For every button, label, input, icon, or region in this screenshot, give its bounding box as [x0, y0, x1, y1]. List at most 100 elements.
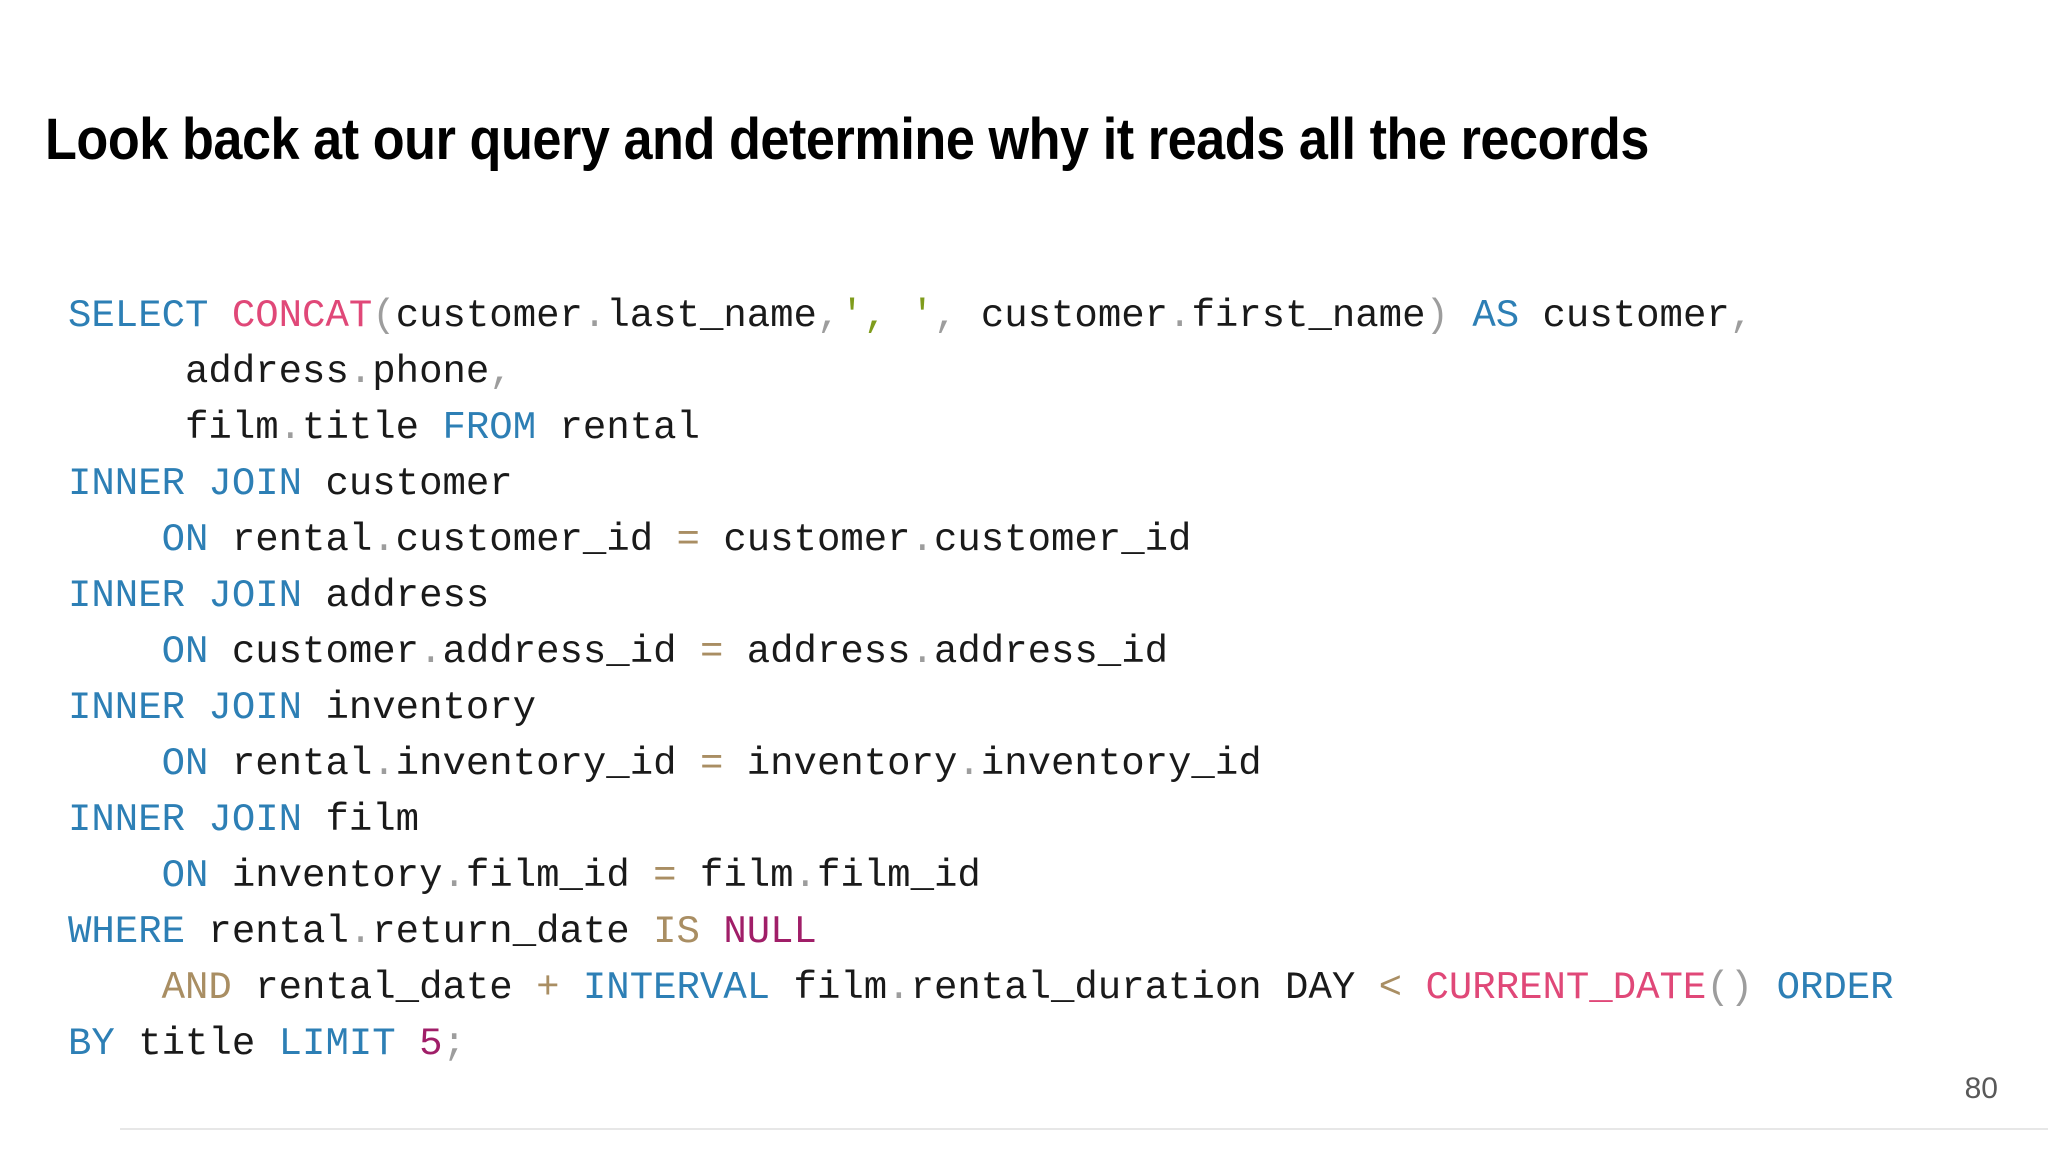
- sql-token: CURRENT_DATE: [1425, 966, 1707, 1010]
- sql-token: .: [910, 518, 934, 562]
- sql-token: [653, 518, 676, 562]
- code-line: ON customer.address_id = address.address…: [68, 624, 1894, 680]
- sql-token: [68, 742, 162, 786]
- sql-token: title: [114, 1022, 279, 1066]
- code-line: ON inventory.film_id = film.film_id: [68, 848, 1894, 904]
- page-number: 80: [1964, 1072, 1998, 1105]
- sql-token: customer: [302, 462, 513, 506]
- sql-token: CONCAT: [231, 294, 373, 338]
- sql-token: customer: [208, 630, 420, 674]
- sql-token: [68, 630, 162, 674]
- sql-token: customer: [980, 294, 1169, 338]
- sql-token: NULL: [723, 910, 817, 954]
- sql-token: [208, 294, 231, 338]
- sql-token: SELECT: [68, 294, 209, 338]
- sql-token: inventory: [302, 686, 537, 730]
- code-line: ON rental.inventory_id = inventory.inven…: [68, 736, 1894, 792]
- sql-token: BY: [68, 1022, 115, 1066]
- code-line: INNER JOIN address: [68, 568, 1894, 624]
- sql-token: ON: [161, 630, 209, 674]
- sql-token: customer: [699, 518, 911, 562]
- code-line: address.phone,: [68, 344, 1894, 400]
- code-line: SELECT CONCAT(customer.last_name,', ', c…: [68, 288, 1894, 344]
- sql-token: .: [582, 294, 607, 338]
- sql-token: .: [1168, 294, 1192, 338]
- sql-token: +: [536, 966, 560, 1010]
- sql-token: customer: [1519, 294, 1730, 338]
- sql-token: [1753, 966, 1776, 1010]
- sql-token: return_date: [372, 910, 630, 954]
- sql-token: rental: [208, 742, 373, 786]
- sql-token: <: [1378, 966, 1403, 1010]
- bottom-divider: [120, 1128, 2048, 1130]
- code-line: BY title LIMIT 5;: [68, 1016, 1894, 1072]
- sql-token: ON: [161, 742, 209, 786]
- code-line: WHERE rental.return_date IS NULL: [68, 904, 1894, 960]
- sql-token: [68, 966, 162, 1010]
- sql-token: rental: [185, 910, 349, 954]
- sql-token: [68, 518, 162, 562]
- sql-token: title: [302, 406, 420, 450]
- sql-token: .: [442, 854, 466, 898]
- sql-token: inventory_id: [395, 742, 677, 786]
- sql-token: INNER JOIN: [68, 798, 303, 842]
- sql-token: [700, 910, 723, 954]
- sql-token: IS: [653, 910, 700, 954]
- sql-token: INNER JOIN: [68, 574, 303, 618]
- code-line: film.title FROM rental: [68, 400, 1894, 456]
- sql-token: [630, 854, 653, 898]
- sql-token: rental: [208, 518, 373, 562]
- sql-token: ON: [161, 518, 209, 562]
- sql-token: film: [68, 406, 279, 450]
- sql-token: INNER JOIN: [68, 686, 303, 730]
- sql-token: (: [372, 294, 396, 338]
- sql-token: [419, 406, 442, 450]
- sql-token: [677, 742, 700, 786]
- sql-token: [677, 630, 700, 674]
- sql-token: [68, 854, 162, 898]
- sql-token: .: [957, 742, 981, 786]
- sql-token: film_id: [465, 854, 630, 898]
- sql-token: inventory_id: [980, 742, 1262, 786]
- sql-token: .: [372, 518, 396, 562]
- sql-token: LIMIT: [278, 1022, 396, 1066]
- sql-token: .: [910, 630, 934, 674]
- sql-token: .: [348, 350, 373, 394]
- sql-token: film: [302, 798, 420, 842]
- sql-token: ON: [161, 854, 209, 898]
- sql-token: INNER JOIN: [68, 462, 303, 506]
- sql-token: AND: [161, 966, 232, 1010]
- code-line: INNER JOIN customer: [68, 456, 1894, 512]
- sql-token: .: [793, 854, 817, 898]
- sql-token: phone: [372, 350, 490, 394]
- slide-title: Look back at our query and determine why…: [45, 107, 1649, 172]
- sql-token: [1402, 966, 1425, 1010]
- sql-token: .: [372, 742, 396, 786]
- sql-token: .: [348, 910, 373, 954]
- sql-token: address: [68, 350, 349, 394]
- sql-token: customer_id: [933, 518, 1192, 562]
- sql-token: film_id: [816, 854, 981, 898]
- sql-token: ,: [816, 294, 841, 338]
- sql-token: ,: [489, 350, 513, 394]
- sql-token: WHERE: [68, 910, 186, 954]
- sql-token: last_name: [606, 294, 817, 338]
- sql-token: inventory: [208, 854, 443, 898]
- sql-token: ,: [1729, 294, 1754, 338]
- sql-token: customer: [395, 294, 583, 338]
- sql-token: .: [887, 966, 911, 1010]
- sql-token: [957, 294, 980, 338]
- sql-code-block: SELECT CONCAT(customer.last_name,', ', c…: [68, 288, 1894, 1072]
- sql-token: [1449, 294, 1472, 338]
- sql-token: rental: [536, 406, 700, 450]
- sql-token: ', ': [840, 294, 934, 338]
- sql-token: =: [653, 854, 677, 898]
- code-line: AND rental_date + INTERVAL film.rental_d…: [68, 960, 1894, 1016]
- code-line: INNER JOIN film: [68, 792, 1894, 848]
- sql-token: =: [699, 742, 724, 786]
- sql-token: rental_date: [231, 966, 537, 1010]
- sql-token: inventory: [723, 742, 958, 786]
- sql-token: AS: [1472, 294, 1520, 338]
- sql-token: =: [676, 518, 700, 562]
